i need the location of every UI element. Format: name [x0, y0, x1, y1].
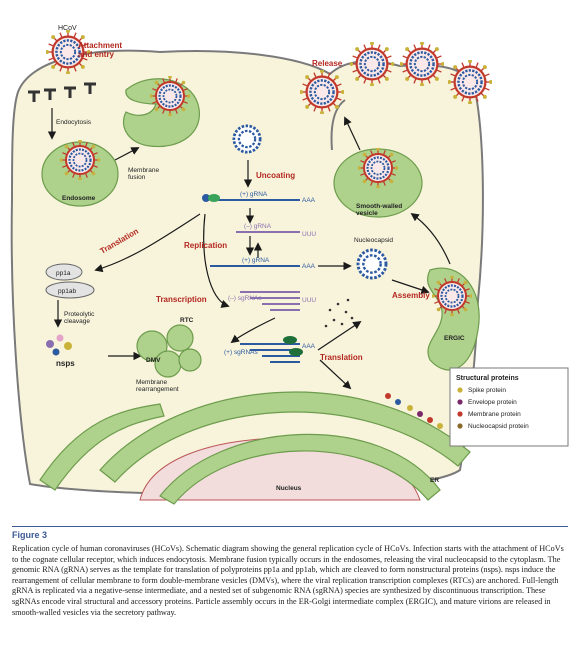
pp1ab-label: pp1ab	[58, 288, 76, 295]
neg-sgrnas: (–) sgRNAs	[228, 295, 262, 302]
pos-grna-2: (+) gRNA	[242, 257, 270, 264]
figure-caption-block: Figure 3 Replication cycle of human coro…	[12, 526, 568, 618]
legend-swatch	[457, 387, 463, 393]
nsps-label: nsps	[56, 359, 75, 368]
pos-grna-1: (+) gRNA	[240, 191, 268, 198]
replication-label: Replication	[184, 241, 227, 250]
ribosome-icon	[202, 194, 220, 202]
pos-sgrnas: (+) sgRNAs	[224, 349, 259, 356]
legend-item: Envelope protein	[468, 399, 517, 406]
polyprotein-clouds	[45, 263, 95, 299]
aaa-stack: AAA	[302, 343, 316, 350]
legend-box: Structural proteins Spike proteinEnvelop…	[449, 367, 569, 447]
endocytosis-label: Endocytosis	[56, 119, 92, 126]
nucleus-label: Nucleus	[276, 485, 302, 492]
transcription-label: Transcription	[156, 295, 207, 304]
neg-grna: (–) gRNA	[244, 223, 272, 230]
hcov-label: HCoV	[58, 25, 77, 32]
legend-item: Nucleocapsid protein	[468, 423, 529, 430]
nsps-cluster	[46, 334, 72, 356]
figure-label: Figure 3	[12, 530, 48, 540]
legend-item: Membrane protein	[468, 411, 521, 418]
nucleocapsid-label: Nucleocapsid	[354, 237, 393, 244]
endosome-label: Endosome	[62, 195, 96, 202]
aaa-1: AAA	[302, 197, 316, 204]
aaa-2: AAA	[302, 263, 316, 270]
caption-rule	[12, 526, 568, 527]
legend-item: Spike protein	[468, 387, 506, 394]
translation-right-label: Translation	[320, 353, 363, 362]
dmv-label: DMV	[146, 357, 161, 364]
uncoating-label: Uncoating	[256, 171, 295, 180]
ribosomes-sgrna	[283, 336, 303, 356]
er-particles	[385, 393, 443, 429]
assembly-label: Assembly	[392, 291, 430, 300]
ergic-label: ERGIC	[444, 335, 465, 342]
legend-title: Structural proteins	[456, 375, 519, 382]
pp1a-label: pp1a	[56, 270, 71, 277]
legend-swatch	[457, 399, 463, 405]
uuu-stack: UUU	[302, 297, 316, 304]
replication-cycle-diagram: HCoV	[10, 25, 569, 505]
legend-swatch	[457, 411, 463, 417]
release-label: Release	[312, 59, 343, 68]
uuu-1: UUU	[302, 231, 316, 238]
legend-swatch	[457, 423, 463, 429]
er-label: ER	[430, 477, 439, 484]
rtc-label: RTC	[180, 317, 194, 324]
figure-caption: Replication cycle of human coronaviruses…	[12, 544, 564, 617]
dmv-cluster	[136, 324, 202, 378]
er-membrane	[39, 391, 471, 505]
rna-strands	[210, 199, 300, 363]
receptors	[28, 82, 96, 102]
